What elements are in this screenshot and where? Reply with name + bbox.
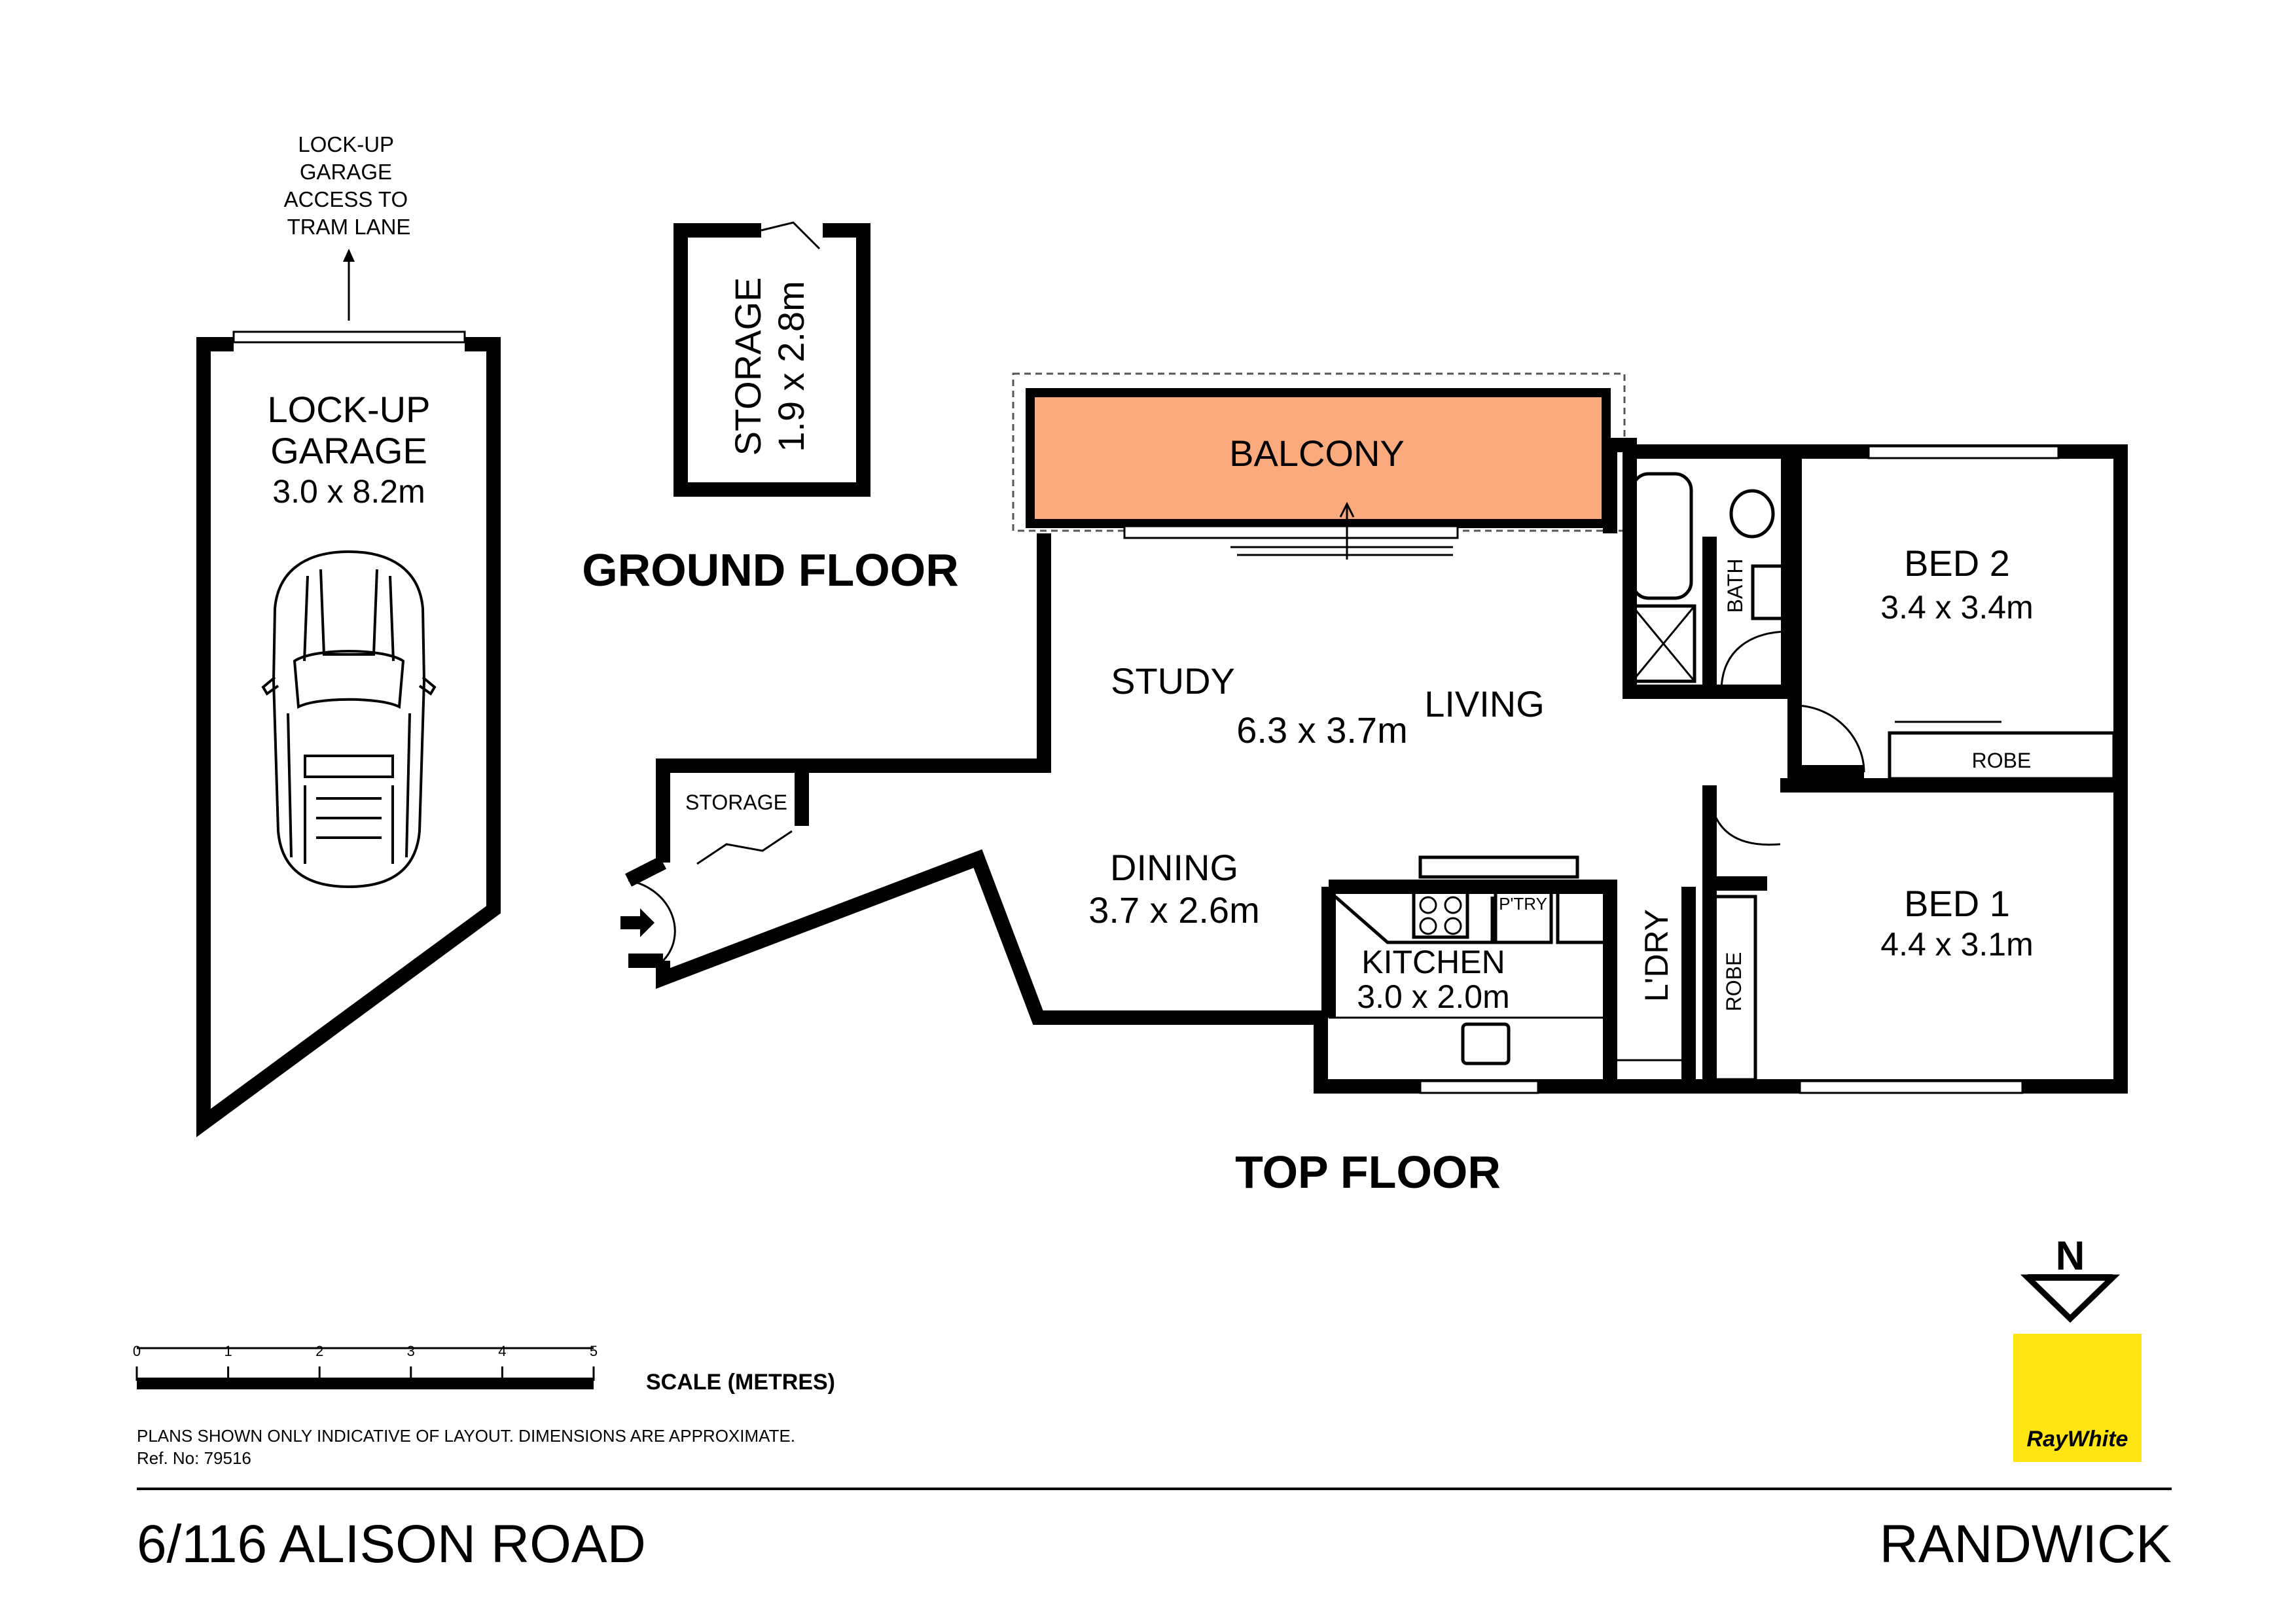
sink-icon [1461, 1022, 1511, 1065]
scale-tick-label: 3 [407, 1343, 415, 1359]
bed1-label: BED 1 [1904, 883, 2010, 924]
kitchen-size: 3.0 x 2.0m [1357, 978, 1509, 1015]
living-label: LIVING [1424, 683, 1545, 724]
bed2-door [1794, 704, 1865, 773]
bed2-window [1867, 445, 2060, 459]
entry-storage-walls [656, 766, 809, 863]
ground-floor-storage: STORAGE 1.9 x 2.8m [673, 221, 870, 497]
pantry [1494, 889, 1553, 944]
raywhite-logo: RayWhite [2013, 1334, 2142, 1462]
scale-label: SCALE (METRES) [646, 1370, 835, 1395]
toilet-icon [1729, 489, 1775, 539]
ground-storage-door [761, 221, 821, 250]
cooktop-icon [1412, 889, 1469, 939]
dining-size: 3.7 x 2.6m [1088, 889, 1259, 931]
kitchen-label: KITCHEN [1361, 944, 1505, 980]
ground-storage-size: 1.9 x 2.8m [770, 281, 812, 452]
scale-tick-label: 2 [315, 1343, 323, 1359]
entry-storage-door [696, 830, 793, 865]
top-floor: BALCONY BATH ROBE BED 2 3.4 x 3.4m ROBE … [620, 372, 2128, 1094]
entry-door-swing [628, 879, 676, 962]
bed1-window [1799, 1080, 2024, 1094]
shower-drain [1631, 605, 1696, 682]
north-letter: N [2056, 1234, 2085, 1279]
scale-tick-label: 5 [590, 1343, 598, 1359]
garage-access-arrowhead [343, 249, 355, 262]
cooktop-burner [1444, 917, 1462, 935]
kitchen-bench [1334, 895, 1494, 944]
bed1-entry-door [1708, 785, 1781, 846]
bed1-size: 4.4 x 3.1m [1880, 926, 2033, 963]
suburb: RANDWICK [1880, 1514, 2172, 1574]
ground-storage-walls [673, 223, 870, 497]
north-arrow-icon: N [2020, 1234, 2121, 1323]
balcony-label: BALCONY [1229, 433, 1405, 474]
entry-storage-label: STORAGE [685, 791, 787, 814]
cooktop-burner [1444, 896, 1462, 914]
garage-walls [196, 337, 501, 1137]
bath-label: BATH [1723, 559, 1747, 613]
bath-door [1720, 630, 1789, 692]
balcony [1026, 388, 1611, 528]
scale-bar: 0 1 2 3 4 5 SCALE (METRES) [133, 1343, 835, 1395]
ground-storage-label: STORAGE [727, 277, 768, 456]
garage: LOCK-UP GARAGE ACCESS TO TRAM LANE LOCK-… [196, 132, 501, 1137]
disclaimer: PLANS SHOWN ONLY INDICATIVE OF LAYOUT. D… [137, 1426, 795, 1446]
laundry-label: L'DRY [1638, 909, 1675, 1002]
shower-icon [1630, 604, 1696, 683]
bed2-size: 3.4 x 3.4m [1880, 589, 2033, 626]
dining-label: DINING [1110, 847, 1238, 888]
cooktop-burner [1419, 917, 1437, 935]
logo-text: RayWhite [2027, 1427, 2128, 1452]
living-size: 6.3 x 3.7m [1236, 709, 1407, 751]
bed2-label: BED 2 [1904, 543, 2010, 584]
balcony-door-arrow [1339, 501, 1355, 560]
garage-label-2: GARAGE [270, 430, 427, 471]
address: 6/116 ALISON ROAD [137, 1514, 646, 1574]
scale-tick-label: 4 [498, 1343, 506, 1359]
garage-door [232, 330, 466, 344]
rangehood [1418, 855, 1579, 879]
bed2-walls [1787, 452, 1864, 779]
bathtub-icon [1630, 472, 1693, 600]
cooktop-burner [1419, 896, 1437, 914]
reference-number: Ref. No: 79516 [137, 1448, 251, 1468]
bed1-robe-label: ROBE [1722, 952, 1746, 1012]
ground-floor-heading: GROUND FLOOR [582, 544, 959, 596]
scale-tick-label: 0 [133, 1343, 141, 1359]
bed1-robe [1708, 895, 1757, 1082]
scale-tick-label: 1 [224, 1343, 232, 1359]
car-icon [261, 550, 437, 889]
garage-size: 3.0 x 8.2m [272, 473, 425, 510]
fridge-space [1556, 889, 1607, 944]
pantry-label: P'TRY [1499, 894, 1547, 914]
kitchen-window [1419, 1080, 1539, 1094]
balcony-door [1123, 525, 1459, 539]
study-label: STUDY [1111, 660, 1235, 702]
entry-door-walls [625, 856, 666, 968]
garage-access-note: LOCK-UP GARAGE ACCESS TO TRAM LANE [284, 132, 414, 239]
garage-label: LOCK-UP [268, 389, 431, 430]
bed2-robe-label: ROBE [1972, 749, 2032, 772]
entry-arrow-icon [620, 908, 655, 937]
top-floor-heading: TOP FLOOR [1235, 1147, 1501, 1198]
kitchen-walls [1321, 880, 1696, 1086]
